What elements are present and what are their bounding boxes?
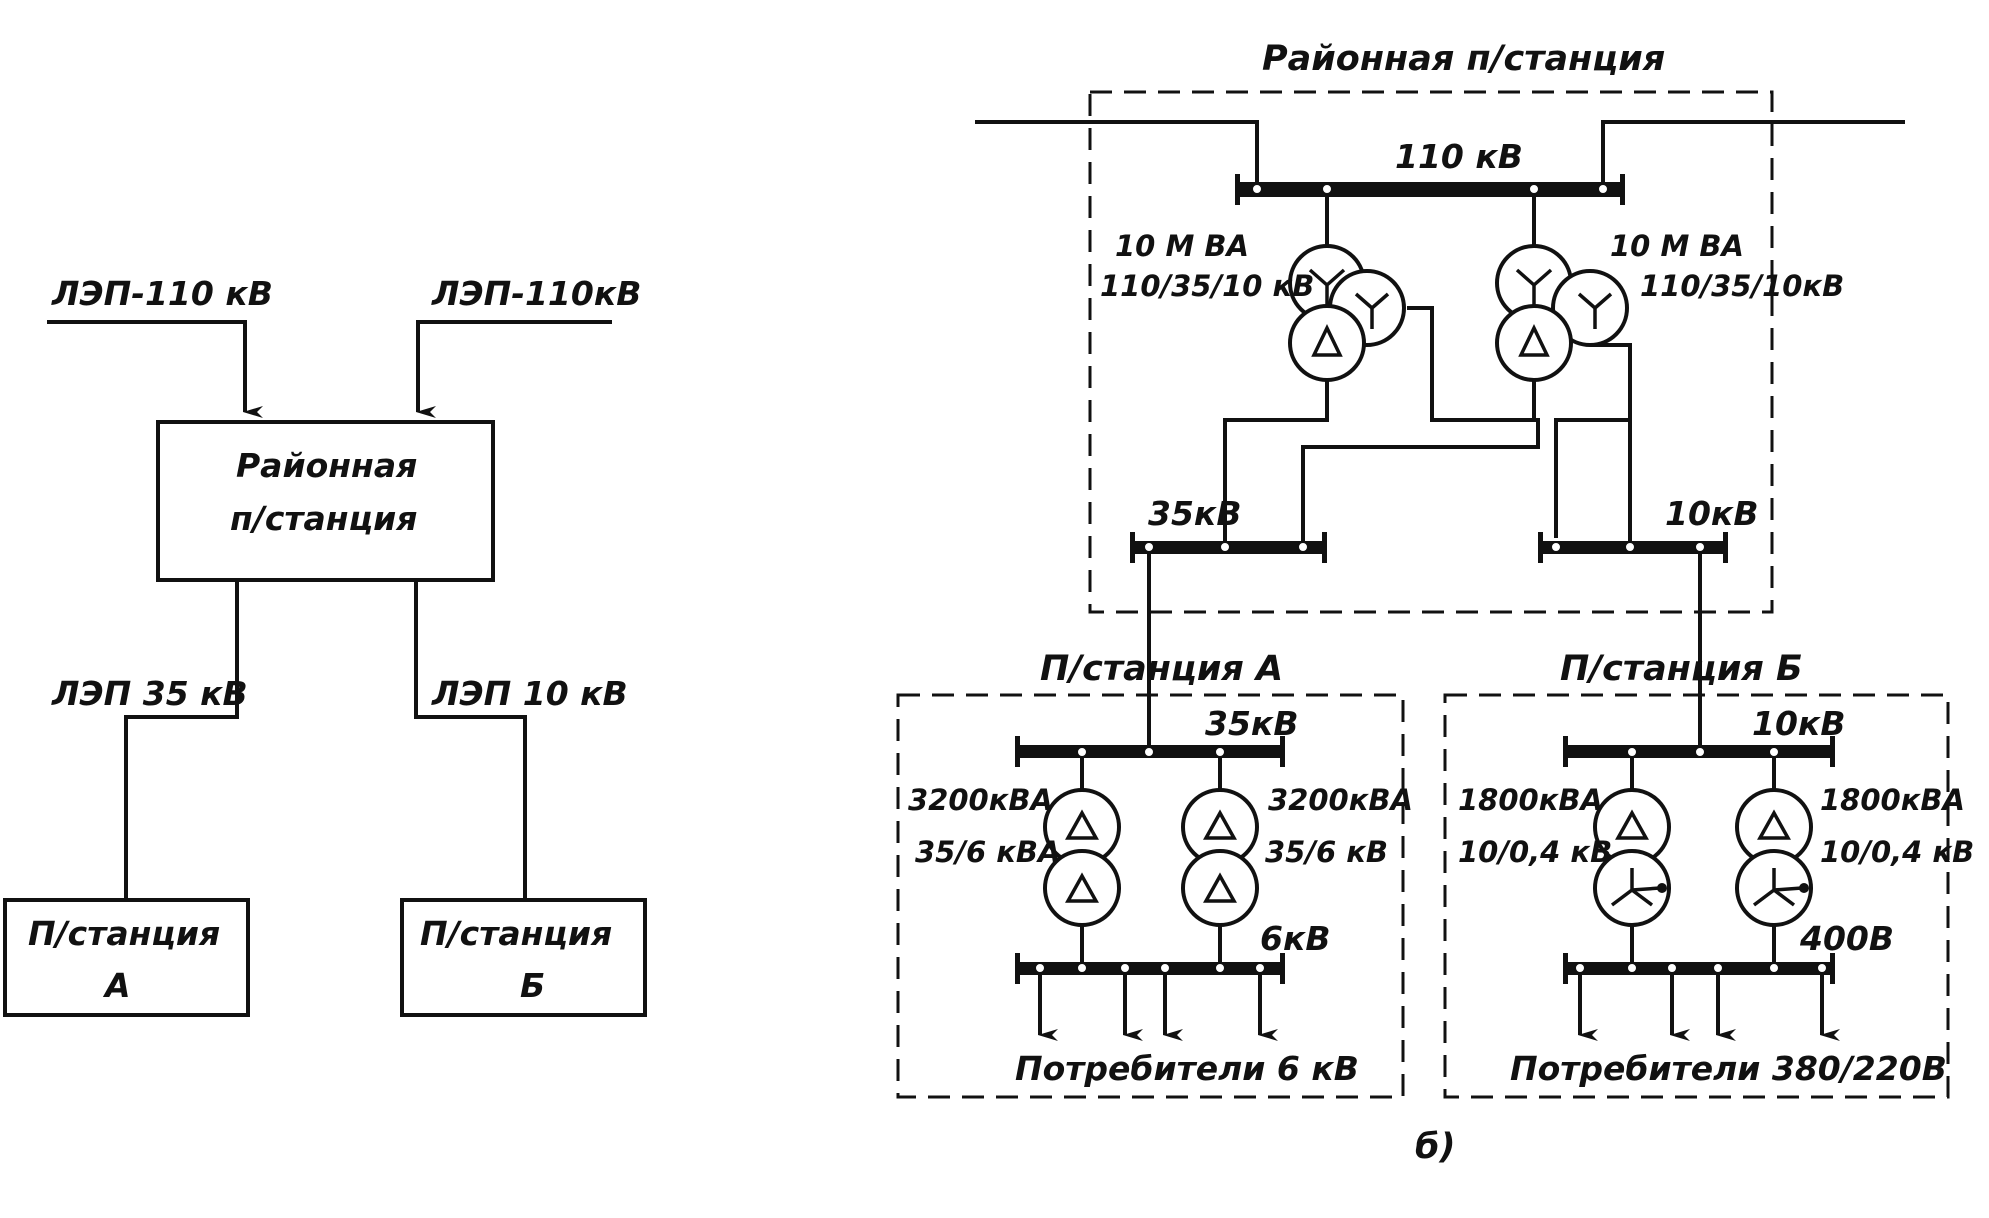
transformer-sub-b-left <box>1593 788 1671 927</box>
delta-winding-icon <box>1495 304 1573 382</box>
label-sub-a-bus-out: 6кВ <box>1260 919 1331 958</box>
label-district-line2: п/станция <box>230 499 417 538</box>
label-line-110-right: ЛЭП-110кВ <box>431 274 641 313</box>
busbar-110kv <box>1235 182 1625 197</box>
substation-b-enclosure <box>1443 693 1950 1099</box>
label-tr2-voltage: 110/35/10кВ <box>1640 269 1844 303</box>
transformer-sub-b-right <box>1735 788 1813 927</box>
block-diagram <box>3 320 647 1017</box>
label-line-35-out: ЛЭП 35 кВ <box>51 674 248 713</box>
label-sub-a-consumers: Потребители 6 кВ <box>1015 1049 1359 1088</box>
label-tr1-power: 10 М ВА <box>1115 229 1249 263</box>
label-sub-b-line2: Б <box>520 966 545 1005</box>
label-district-line1: Районная <box>236 446 417 485</box>
label-sub-a-line2: А <box>102 966 131 1005</box>
line-35-out <box>124 580 239 900</box>
label-district-title: Районная п/станция <box>1262 39 1665 79</box>
label-sub-a-title: П/станция А <box>1040 649 1283 689</box>
label-tr2-power: 10 М ВА <box>1610 229 1744 263</box>
transformer-2-three-winding <box>1495 244 1629 382</box>
busbar-sub-b-400v <box>1563 962 1835 975</box>
transformer-sub-a-right <box>1181 788 1259 927</box>
district-substation-box <box>156 420 495 582</box>
label-sub-b-title: П/станция Б <box>1560 649 1803 689</box>
delta-winding-icon <box>1288 304 1366 382</box>
line-110-right <box>416 320 612 410</box>
label-sub-b-tr-right-power: 1800кВА <box>1820 783 1965 817</box>
figure-caption: б) <box>1415 1127 1455 1167</box>
label-sub-b-tr-right-voltage: 10/0,4 кВ <box>1820 835 1974 869</box>
label-sub-a-bus-in: 35кВ <box>1205 704 1298 743</box>
transformer-sub-a-left <box>1043 788 1121 927</box>
delta-winding-icon <box>1181 849 1259 927</box>
label-sub-b-bus-out: 400В <box>1799 919 1894 958</box>
label-sub-a-tr-right-power: 3200кВА <box>1268 783 1413 817</box>
label-bus-35: 35кВ <box>1148 494 1241 533</box>
label-bus-110: 110 кВ <box>1395 137 1523 176</box>
line-110-in-right <box>1601 120 1905 190</box>
line-110-left <box>47 320 247 410</box>
label-sub-b-tr-left-voltage: 10/0,4 кВ <box>1458 835 1612 869</box>
label-sub-b-line1: П/станция <box>420 914 612 953</box>
connection-points <box>1034 183 1828 974</box>
label-sub-a-line1: П/станция <box>28 914 220 953</box>
line-110-in-left <box>975 120 1259 190</box>
block-diagram-labels: ЛЭП-110 кВ ЛЭП-110кВ Районная п/станция … <box>28 274 641 1005</box>
label-sub-a-tr-left-voltage: 35/6 кВА <box>915 835 1060 869</box>
label-tr1-voltage: 110/35/10 кВ <box>1100 269 1314 303</box>
label-sub-a-tr-left-power: 3200кВА <box>908 783 1053 817</box>
label-line-110-left: ЛЭП-110 кВ <box>51 274 273 313</box>
transformer-1-three-winding <box>1288 244 1406 382</box>
label-sub-b-consumers: Потребители 380/220В <box>1510 1049 1947 1088</box>
district-substation-enclosure <box>1088 90 1774 614</box>
enclosures <box>896 90 1950 1099</box>
wiring <box>975 120 1905 968</box>
busbar-sub-a-6kv <box>1015 962 1285 975</box>
scheme-labels: Районная п/станция 110 кВ 10 М ВА 110/35… <box>908 39 1974 1167</box>
delta-winding-icon <box>1043 849 1121 927</box>
label-line-10-out: ЛЭП 10 кВ <box>431 674 628 713</box>
line-10-out <box>414 580 527 900</box>
consumer-feeders <box>1038 968 1840 1041</box>
label-sub-b-bus-in: 10кВ <box>1752 704 1845 743</box>
label-sub-b-tr-left-power: 1800кВА <box>1458 783 1603 817</box>
label-sub-a-tr-right-voltage: 35/6 кВ <box>1265 835 1388 869</box>
label-bus-10: 10кВ <box>1665 494 1758 533</box>
star-winding-icon <box>1551 269 1629 347</box>
